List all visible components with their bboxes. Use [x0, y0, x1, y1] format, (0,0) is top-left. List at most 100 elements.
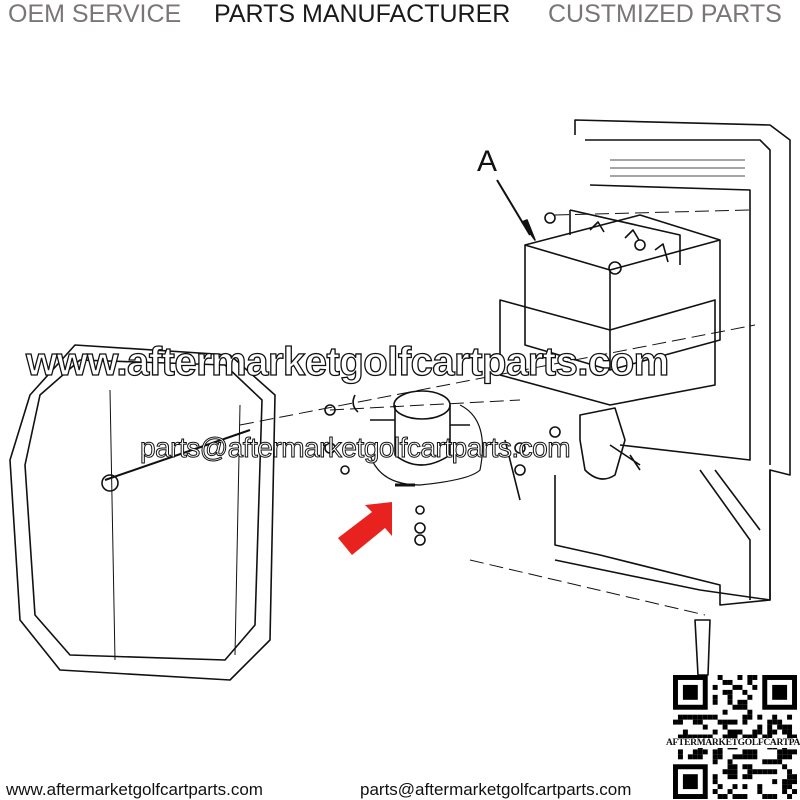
- qr-module: [717, 675, 723, 680]
- qr-module: [787, 734, 793, 740]
- qr-module: [787, 769, 793, 775]
- qr-module: [782, 754, 788, 760]
- qr-module: [747, 764, 753, 770]
- qr-module: [717, 784, 723, 790]
- qr-module: [722, 794, 728, 799]
- solenoid: [369, 390, 484, 546]
- qr-module: [742, 714, 748, 720]
- qr-caption: AFTERMARKETGOLFCARTPARTS: [666, 738, 800, 748]
- qr-module: [712, 699, 718, 705]
- qr-module: [717, 754, 723, 760]
- qr-module: [767, 734, 773, 740]
- qr-module: [787, 729, 793, 735]
- qr-module: [687, 714, 693, 720]
- qr-module: [772, 794, 778, 799]
- qr-module: [697, 749, 703, 755]
- qr-module: [742, 784, 748, 790]
- qr-module: [727, 699, 733, 705]
- qr-module: [737, 704, 743, 710]
- qr-module: [747, 694, 753, 700]
- qr-module: [677, 734, 683, 740]
- qr-module: [757, 714, 763, 720]
- qr-module: [767, 724, 773, 730]
- qr-module: [772, 729, 778, 735]
- qr-module: [677, 754, 683, 760]
- qr-module: [752, 675, 758, 680]
- qr-module: [747, 709, 753, 715]
- qr-module: [727, 764, 733, 770]
- qr-module: [732, 734, 738, 740]
- qr-module: [757, 769, 763, 775]
- qr-module: [732, 684, 738, 690]
- qr-module: [697, 754, 703, 760]
- qr-module: [727, 719, 733, 725]
- qr-module: [782, 764, 788, 770]
- qr-module: [737, 754, 743, 760]
- qr-finder: [682, 774, 698, 790]
- qr-module: [777, 754, 783, 760]
- red-arrow: [338, 502, 392, 555]
- qr-module: [692, 734, 698, 740]
- qr-module: [787, 779, 793, 785]
- qr-module: [712, 749, 718, 755]
- qr-module: [722, 679, 728, 685]
- qr-module: [673, 719, 678, 725]
- qr-module: [772, 769, 778, 775]
- qr-module: [697, 714, 703, 720]
- qr-module: [747, 675, 753, 680]
- qr-module: [747, 754, 753, 760]
- qr-module: [772, 779, 778, 785]
- qr-module: [727, 729, 733, 735]
- qr-module: [782, 784, 788, 790]
- qr-module: [682, 734, 688, 740]
- qr-module: [762, 734, 768, 740]
- qr-module: [752, 769, 758, 775]
- qr-module: [717, 749, 723, 755]
- qr-module: [712, 774, 718, 780]
- watermark-website: www.aftermarketgolfcartparts.com: [25, 339, 670, 384]
- qr-module: [722, 769, 728, 775]
- qr-module: [752, 729, 758, 735]
- qr-module: [792, 789, 797, 795]
- qr-module: [712, 759, 718, 765]
- qr-finder: [682, 684, 698, 700]
- qr-module: [792, 774, 797, 780]
- qr-module: [737, 675, 743, 680]
- qr-module: [712, 779, 718, 785]
- qr-module: [712, 754, 718, 760]
- qr-module: [742, 704, 748, 710]
- qr-module: [717, 719, 723, 725]
- header-customized-parts: CUSTMIZED PARTS: [548, 0, 782, 28]
- qr-module: [732, 774, 738, 780]
- qr-module: [772, 714, 778, 720]
- qr-module: [727, 734, 733, 740]
- qr-module: [782, 724, 788, 730]
- qr-module: [737, 684, 743, 690]
- qr-module: [752, 684, 758, 690]
- qr-module: [717, 794, 723, 799]
- mounting-plate: [554, 119, 791, 606]
- battery-cover: [9, 344, 276, 681]
- qr-module: [687, 734, 693, 740]
- qr-module: [767, 794, 773, 799]
- qr-module: [732, 704, 738, 710]
- qr-module: [792, 734, 797, 740]
- qr-module: [697, 734, 703, 740]
- qr-module: [697, 719, 703, 725]
- qr-module: [732, 764, 738, 770]
- qr-module: [742, 764, 748, 770]
- qr-module: [767, 769, 773, 775]
- qr-module: [677, 719, 683, 725]
- qr-module: [712, 714, 718, 720]
- qr-module: [707, 714, 713, 720]
- qr-module: [727, 769, 733, 775]
- qr-module: [727, 694, 733, 700]
- qr-module: [742, 774, 748, 780]
- qr-module: [772, 759, 778, 765]
- qr-module: [742, 699, 748, 705]
- qr-module: [762, 794, 768, 799]
- qr-module: [767, 719, 773, 725]
- qr-module: [792, 779, 797, 785]
- qr-module: [692, 719, 698, 725]
- qr-module: [757, 724, 763, 730]
